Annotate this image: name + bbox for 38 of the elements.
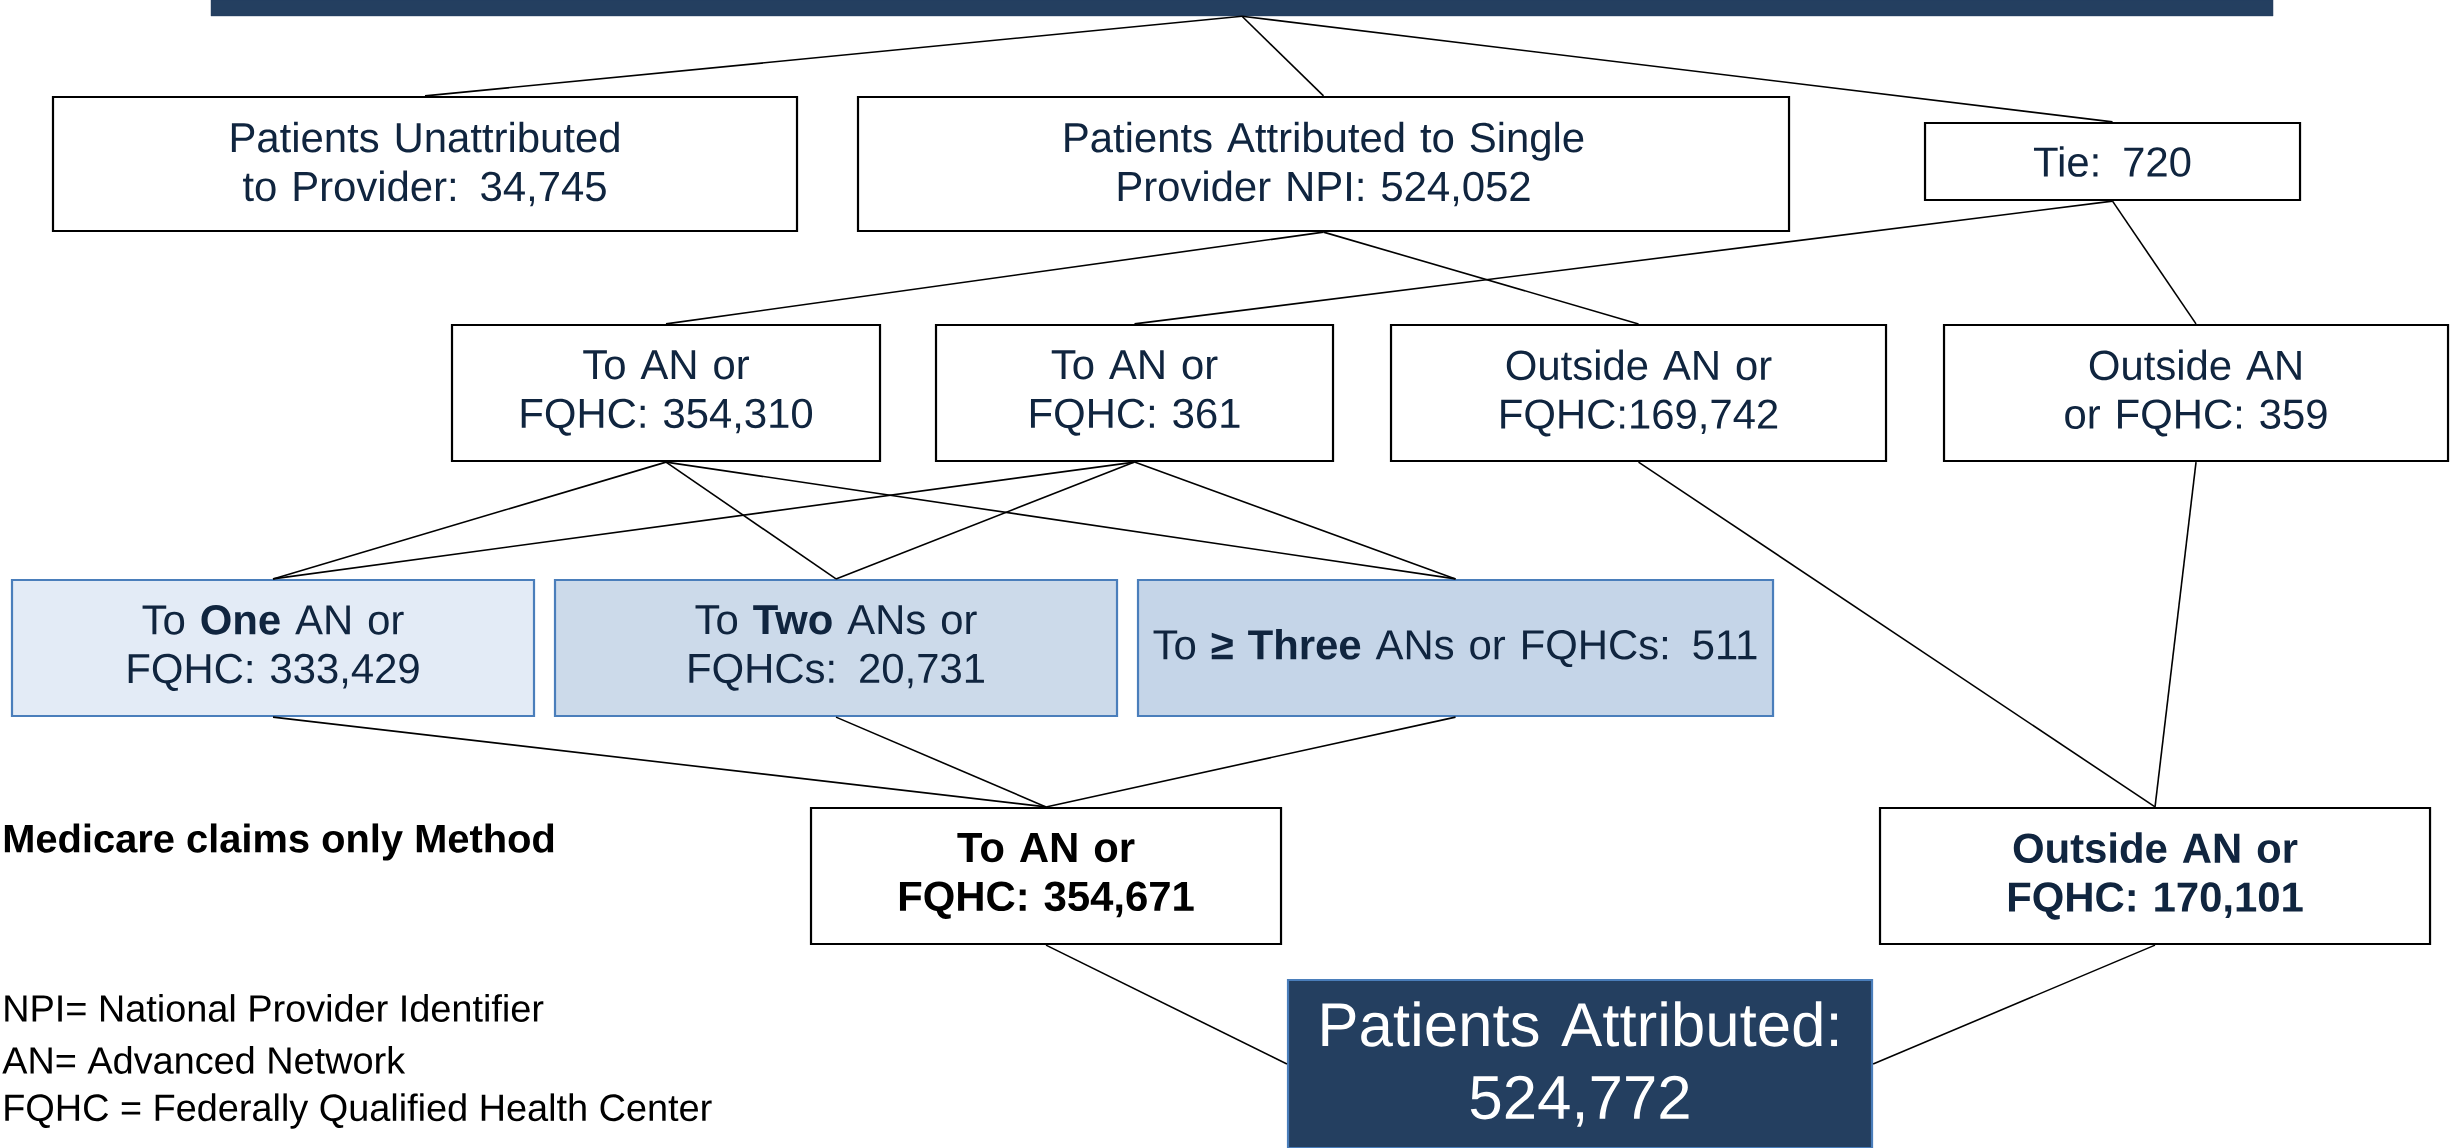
process-box: Tie: 720 bbox=[1923, 121, 2302, 202]
title-bar bbox=[210, 0, 2274, 17]
process-box: To Two ANs or FQHCs: 20,731 bbox=[553, 578, 1119, 718]
connector-line bbox=[835, 716, 1047, 808]
process-box: Outside AN or FQHC: 359 bbox=[1942, 323, 2450, 463]
process-box: To ≥ Three ANs or FQHCs: 511 bbox=[1136, 578, 1775, 718]
process-box: Outside AN or FQHC: 170,101 bbox=[1878, 806, 2432, 946]
connector-line bbox=[1241, 15, 1325, 97]
process-box: To AN or FQHC: 361 bbox=[934, 323, 1335, 463]
connector-line bbox=[1045, 944, 1288, 1065]
connector-line bbox=[835, 461, 1136, 580]
process-box: Patients Unattributed to Provider: 34,745 bbox=[51, 95, 799, 233]
connector-line bbox=[272, 461, 1136, 580]
connector-line bbox=[272, 461, 667, 580]
connector-line bbox=[1322, 231, 1640, 325]
abbreviation-note: FQHC = Federally Qualified Health Center bbox=[5, 1093, 712, 1129]
connector-line bbox=[1133, 461, 1457, 580]
abbreviation-note: AN= Advanced Network bbox=[2, 1046, 406, 1074]
connector-line bbox=[2111, 200, 2197, 325]
connector-line bbox=[272, 716, 1047, 808]
connector-line bbox=[665, 231, 1325, 325]
connector-line bbox=[665, 461, 837, 580]
connector-line bbox=[424, 15, 1243, 97]
connector-line bbox=[1637, 461, 2156, 808]
connector-line bbox=[1241, 15, 2114, 123]
connector-line bbox=[665, 461, 1457, 580]
connector-line bbox=[1872, 944, 2156, 1065]
method-heading: Medicare claims only Method bbox=[4, 823, 554, 861]
result-box: Patients Attributed: 524,772 bbox=[1286, 978, 1874, 1148]
process-box: To AN or FQHC: 354,671 bbox=[809, 806, 1283, 946]
process-box: To AN or FQHC: 354,310 bbox=[450, 323, 882, 463]
process-box: To One AN or FQHC: 333,429 bbox=[10, 578, 536, 718]
connector-line bbox=[2154, 461, 2197, 808]
connector-line bbox=[1045, 716, 1457, 808]
abbreviation-note: NPI= National Provider Identifier bbox=[5, 994, 544, 1022]
process-box: Patients Attributed to Single Provider NPI: 524,052 bbox=[856, 95, 1791, 233]
process-box: Outside AN or FQHC:169,742 bbox=[1389, 323, 1888, 463]
connector-line bbox=[1133, 200, 2114, 325]
